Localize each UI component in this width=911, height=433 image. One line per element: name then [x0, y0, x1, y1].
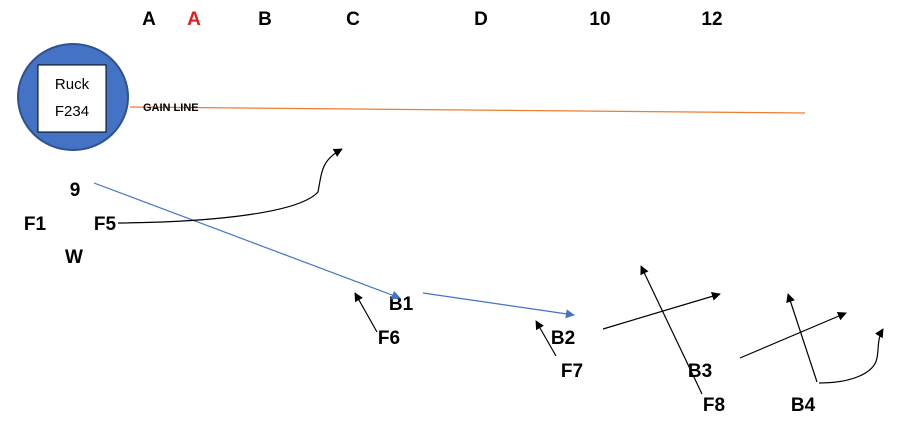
- channel-label-d: D: [474, 9, 488, 30]
- player-b2-label: B2: [551, 328, 575, 349]
- run-arrow-b2: [602, 292, 721, 330]
- player-f5-label: F5: [94, 214, 117, 235]
- run-arrow-f5: [117, 148, 343, 224]
- player-f6-label: F6: [378, 328, 400, 349]
- channel-label-12: 12: [701, 9, 722, 30]
- gain-line: [129, 106, 806, 114]
- run-arrow-f7: [535, 320, 557, 357]
- run-arrow-b4-support: [786, 293, 818, 383]
- player-w-label: W: [65, 247, 83, 268]
- player-f7-label: F7: [561, 361, 583, 382]
- channel-label-b: B: [258, 9, 272, 30]
- player-b1-label: B1: [389, 294, 414, 315]
- channel-label-c: C: [346, 9, 360, 30]
- player-9-label: 9: [70, 180, 81, 201]
- player-f1-label: F1: [24, 214, 47, 235]
- ruck-box: [37, 64, 107, 133]
- ruck-forwards-label: F234: [55, 103, 89, 120]
- run-arrow-b4-curl: [818, 328, 884, 384]
- run-arrow-f8: [640, 265, 703, 395]
- pass-arrow-b1-to-b2: [422, 292, 575, 319]
- gain-line-label: GAIN LINE: [143, 102, 199, 114]
- pass-arrow-9-to-b1: [93, 182, 401, 300]
- player-f8-label: F8: [703, 395, 725, 416]
- player-b4-label: B4: [791, 395, 816, 416]
- run-arrow-f6: [354, 292, 378, 333]
- run-arrow-b3: [739, 312, 847, 359]
- ruck-label: Ruck: [55, 76, 90, 93]
- channel-label-a: A: [142, 9, 156, 30]
- channel-label-10: 10: [589, 9, 610, 30]
- channel-label-a-highlighted: A: [187, 9, 201, 30]
